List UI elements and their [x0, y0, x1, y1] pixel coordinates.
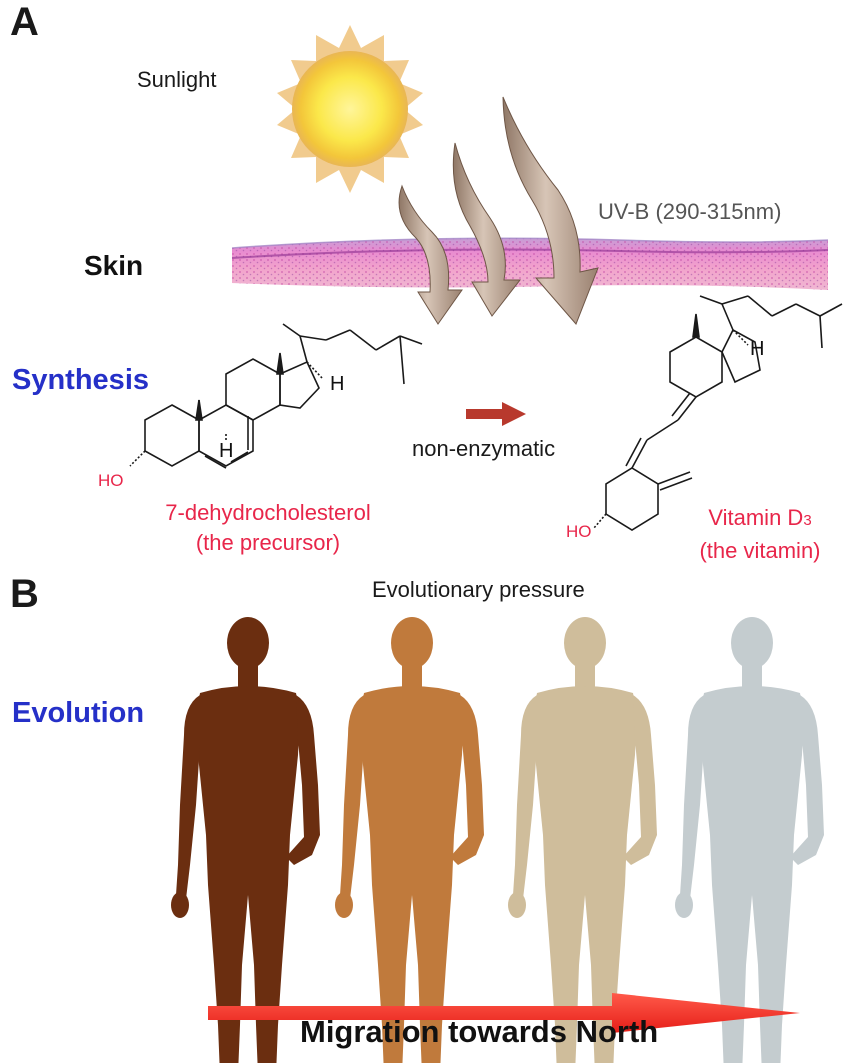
- vitamin-name-text: Vitamin D: [708, 505, 804, 530]
- evolutionary-pressure-label: Evolutionary pressure: [372, 577, 585, 602]
- vitamin-h-label: H: [750, 338, 765, 360]
- precursor-note-text: (the precursor): [195, 530, 341, 555]
- skin-label: Skin: [84, 250, 144, 281]
- reaction-arrow: [466, 402, 526, 426]
- vitamin-name: Vitamin D3 (the vitamin): [680, 503, 840, 566]
- human-figure-4-shape: [675, 617, 824, 1063]
- human-figure-1-shape: [171, 617, 320, 1063]
- synthesis-label: Synthesis: [12, 364, 149, 396]
- vitamin-note-text: (the vitamin): [699, 538, 821, 563]
- precursor-ho-label: HO: [98, 471, 124, 490]
- human-figure-2-shape: [335, 617, 484, 1063]
- evolution-label: Evolution: [12, 697, 145, 729]
- uvb-label: UV-B (290-315nm): [598, 199, 782, 224]
- precursor-h-label-1: H: [330, 373, 345, 395]
- sun-icon: [277, 25, 423, 193]
- precursor-name-text: 7-dehydrocholesterol: [165, 500, 371, 525]
- precursor-h-label-2: H: [219, 440, 234, 462]
- panel-a-letter: A: [10, 0, 39, 44]
- molecule-7-dehydrocholesterol: [129, 323, 423, 469]
- vitamin-name-subscript: 3: [803, 512, 812, 529]
- vitamin-ho-label: HO: [566, 522, 592, 541]
- human-figure-4: [675, 617, 824, 1063]
- skin-layer: [231, 237, 829, 290]
- molecule-vitamin-d3: [593, 295, 843, 531]
- human-figure-1: [171, 617, 320, 1063]
- reaction-label: non-enzymatic: [412, 436, 556, 461]
- sunlight-label: Sunlight: [137, 67, 217, 92]
- panel-b-letter: B: [10, 572, 39, 616]
- migration-label: Migration towards North: [300, 1014, 659, 1049]
- precursor-name: 7-dehydrocholesterol (the precursor): [148, 498, 388, 558]
- migration-arrow: [208, 993, 800, 1033]
- uv-arrows: [398, 96, 599, 325]
- human-figure-2: [335, 617, 484, 1063]
- vitamin-name-row: Vitamin D3: [680, 503, 840, 536]
